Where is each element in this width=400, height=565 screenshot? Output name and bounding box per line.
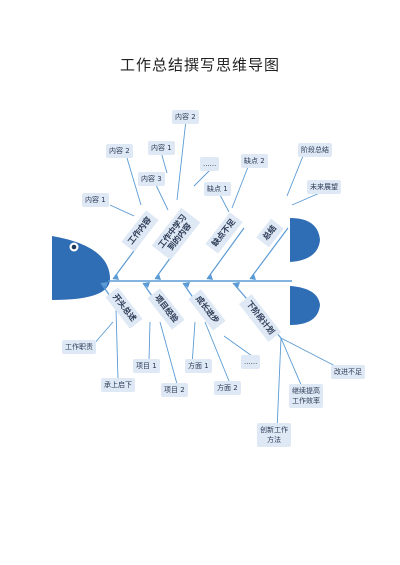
arrowhead	[101, 282, 108, 288]
arrowhead	[250, 274, 256, 280]
node-improve-efficiency-text: 继续提高 工作效率	[292, 387, 320, 405]
node-ellipsis-bottom: ......	[241, 355, 261, 369]
node-shortcoming-1: 缺点 1	[204, 182, 231, 196]
node-future-outlook: 未来展望	[307, 180, 341, 194]
node-project-1: 项目 1	[133, 359, 160, 373]
node-shortcoming-2: 缺点 2	[241, 154, 268, 168]
node-improve-shortcomings: 改进不足	[331, 365, 365, 379]
arrowhead	[143, 282, 150, 288]
node-content-2: 内容 2	[106, 144, 133, 158]
fish-pupil	[71, 244, 77, 250]
node-content-2-top: 内容 2	[172, 110, 199, 124]
node-improve-efficiency: 继续提高 工作效率	[289, 384, 323, 408]
node-aspect-2: 方面 2	[214, 381, 241, 395]
page-title: 工作总结撰写思维导图	[119, 56, 280, 74]
fish-tail-top	[290, 218, 320, 262]
node-content-1-mid: 内容 1	[148, 141, 175, 155]
node-innovate-methods-text: 创新工作 方法	[260, 426, 288, 444]
arrowhead	[155, 274, 161, 280]
fish-tail-bottom	[290, 286, 320, 325]
arrowhead	[207, 274, 213, 280]
node-stage-summary: 阶段总结	[298, 143, 332, 157]
bone-line-4	[249, 227, 289, 280]
node-content-3: 内容 3	[138, 172, 165, 186]
arrowhead	[113, 274, 119, 280]
arrowhead	[233, 282, 240, 288]
fish-head	[52, 236, 110, 300]
node-transition: 承上启下	[101, 378, 135, 392]
node-innovate-methods: 创新工作 方法	[257, 423, 291, 447]
bone-line-3	[206, 227, 245, 280]
node-project-2: 项目 2	[161, 383, 188, 397]
node-ellipsis-top: ......	[200, 157, 220, 171]
node-aspect-1: 方面 1	[185, 359, 212, 373]
node-content-1: 内容 1	[82, 193, 109, 207]
arrowhead	[183, 282, 190, 288]
node-job-duties: 工作职责	[62, 340, 96, 354]
